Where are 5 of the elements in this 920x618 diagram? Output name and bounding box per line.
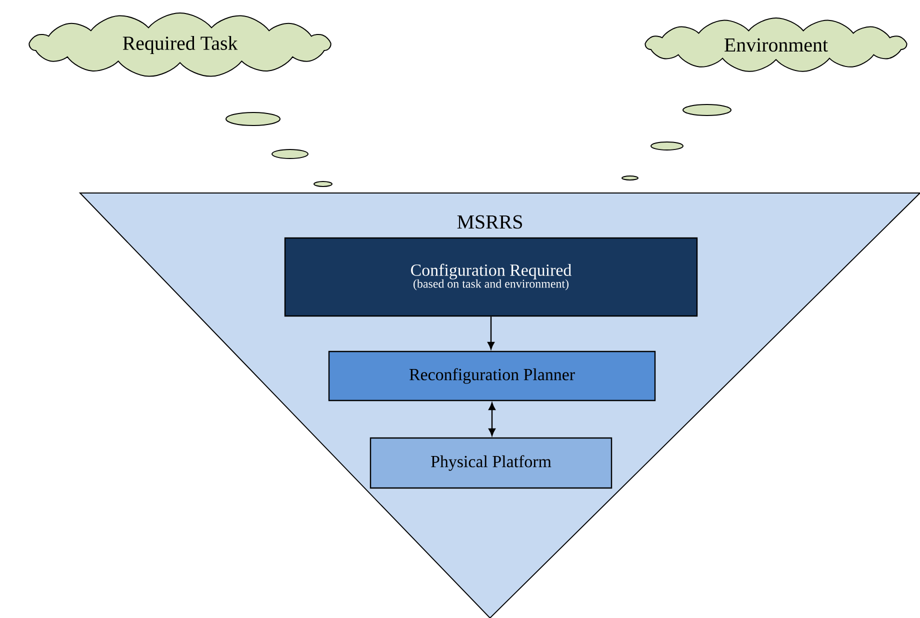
process-box: Physical Platform xyxy=(370,437,612,489)
process-box: Configuration Required (based on task and environment) xyxy=(284,237,698,317)
process-box: Reconfiguration Planner xyxy=(328,350,656,402)
arrow xyxy=(488,402,496,436)
arrow xyxy=(488,316,494,350)
